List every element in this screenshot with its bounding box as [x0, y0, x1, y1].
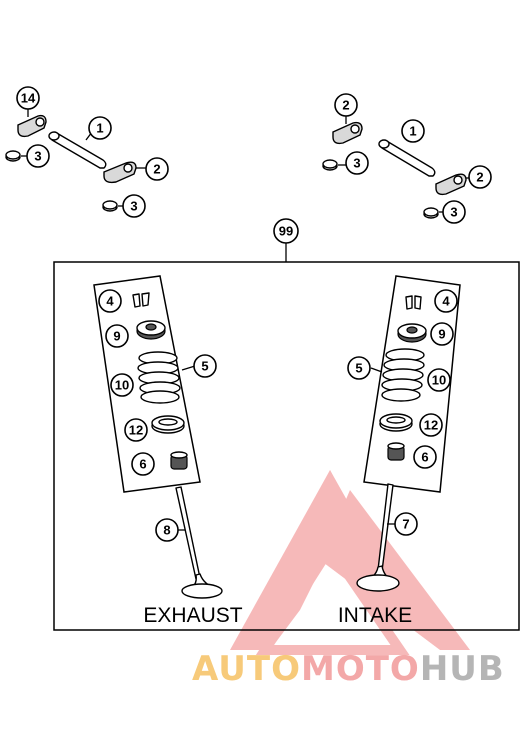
svg-text:2: 2	[476, 170, 483, 185]
spring-icon	[381, 348, 425, 402]
svg-text:3: 3	[353, 156, 360, 171]
callout-10-right: 10	[427, 368, 451, 392]
watermark-part-moto: MOTO	[301, 649, 420, 689]
svg-text:9: 9	[113, 329, 120, 344]
svg-text:6: 6	[421, 450, 428, 465]
callout-14: 14	[16, 86, 40, 110]
callout-9-right: 9	[430, 322, 454, 346]
exhaust-panel	[93, 275, 201, 493]
callout-4-right: 4	[434, 289, 458, 313]
spring-icon	[137, 351, 181, 404]
callout-3-right-a: 3	[345, 151, 369, 175]
callout-12-right: 12	[419, 413, 443, 437]
kit-frame	[53, 243, 520, 631]
callout-5-right: 5	[347, 356, 371, 380]
svg-text:8: 8	[163, 523, 170, 538]
watermark-part-hub: HUB	[420, 649, 505, 689]
intake-valve	[356, 483, 400, 592]
svg-text:10: 10	[432, 373, 446, 388]
watermark-part-auto: AUTO	[192, 649, 301, 689]
exhaust-label: EXHAUST	[143, 604, 242, 627]
callout-2-right-b: 2	[468, 165, 492, 189]
callout-4-left: 4	[98, 289, 122, 313]
svg-text:3: 3	[130, 199, 137, 214]
svg-text:3: 3	[34, 149, 41, 164]
callout-2-right-top: 2	[334, 93, 358, 117]
svg-text:1: 1	[96, 121, 103, 136]
svg-text:5: 5	[201, 359, 208, 374]
watermark-text: AUTOMOTOHUB	[192, 649, 505, 689]
svg-text:5: 5	[355, 361, 362, 376]
svg-text:4: 4	[442, 294, 450, 309]
svg-text:12: 12	[424, 418, 438, 433]
intake-label: INTAKE	[338, 604, 412, 627]
svg-text:6: 6	[139, 457, 146, 472]
callout-6-right: 6	[413, 445, 437, 469]
callout-99: 99	[273, 218, 299, 244]
svg-text:9: 9	[438, 327, 445, 342]
watermark-logo-icon	[230, 470, 470, 655]
svg-text:99: 99	[279, 224, 293, 239]
callout-1-right: 1	[401, 119, 425, 143]
exhaust-valve	[175, 486, 223, 599]
svg-text:7: 7	[402, 517, 409, 532]
callout-3-left-b: 3	[122, 194, 146, 218]
callout-3-right-b: 3	[442, 200, 466, 224]
svg-text:14: 14	[21, 91, 36, 106]
callout-10-left: 10	[110, 373, 134, 397]
callout-3-left-a: 3	[26, 144, 50, 168]
callout-12-left: 12	[124, 418, 148, 442]
callout-6-left: 6	[131, 452, 155, 476]
callout-8: 8	[155, 518, 179, 542]
callout-7: 7	[394, 512, 418, 536]
intake-panel	[363, 275, 461, 493]
svg-text:2: 2	[153, 162, 160, 177]
svg-text:2: 2	[342, 98, 349, 113]
svg-text:3: 3	[450, 205, 457, 220]
callout-2-left: 2	[145, 157, 169, 181]
svg-text:10: 10	[115, 378, 129, 393]
callout-5-left: 5	[193, 354, 217, 378]
svg-text:12: 12	[129, 423, 143, 438]
svg-text:4: 4	[106, 294, 114, 309]
rocker-group-right	[322, 115, 469, 219]
callout-1-left: 1	[88, 116, 112, 140]
callout-9-left: 9	[105, 324, 129, 348]
svg-text:1: 1	[409, 124, 416, 139]
